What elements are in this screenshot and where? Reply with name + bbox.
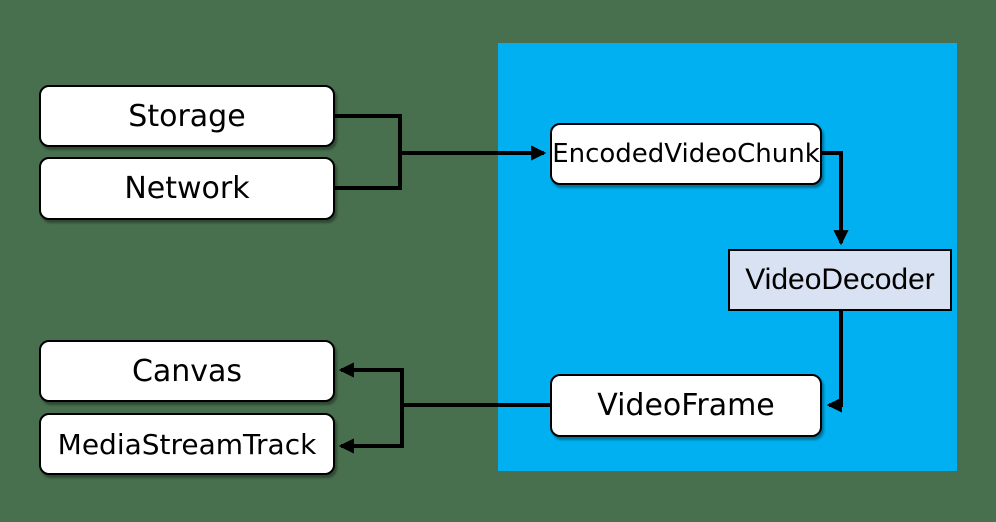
node-media-stream-track: MediaStreamTrack (39, 413, 335, 475)
node-encoded-video-chunk-label: EncodedVideoChunk (552, 139, 820, 169)
node-video-frame-label: VideoFrame (597, 388, 775, 423)
edge-to-canvas (338, 362, 404, 405)
node-canvas: Canvas (39, 340, 335, 402)
node-video-decoder: VideoDecoder (728, 249, 952, 311)
edge-storage-network-merge (335, 114, 402, 190)
node-storage: Storage (39, 85, 335, 147)
node-video-frame: VideoFrame (550, 374, 822, 437)
node-network: Network (39, 157, 335, 220)
node-video-decoder-label: VideoDecoder (745, 263, 935, 296)
node-storage-label: Storage (128, 98, 246, 134)
edge-to-media-stream-track (338, 405, 404, 454)
node-canvas-label: Canvas (131, 353, 243, 389)
node-network-label: Network (124, 171, 250, 206)
node-media-stream-track-label: MediaStreamTrack (57, 427, 317, 461)
node-encoded-video-chunk: EncodedVideoChunk (550, 123, 822, 185)
